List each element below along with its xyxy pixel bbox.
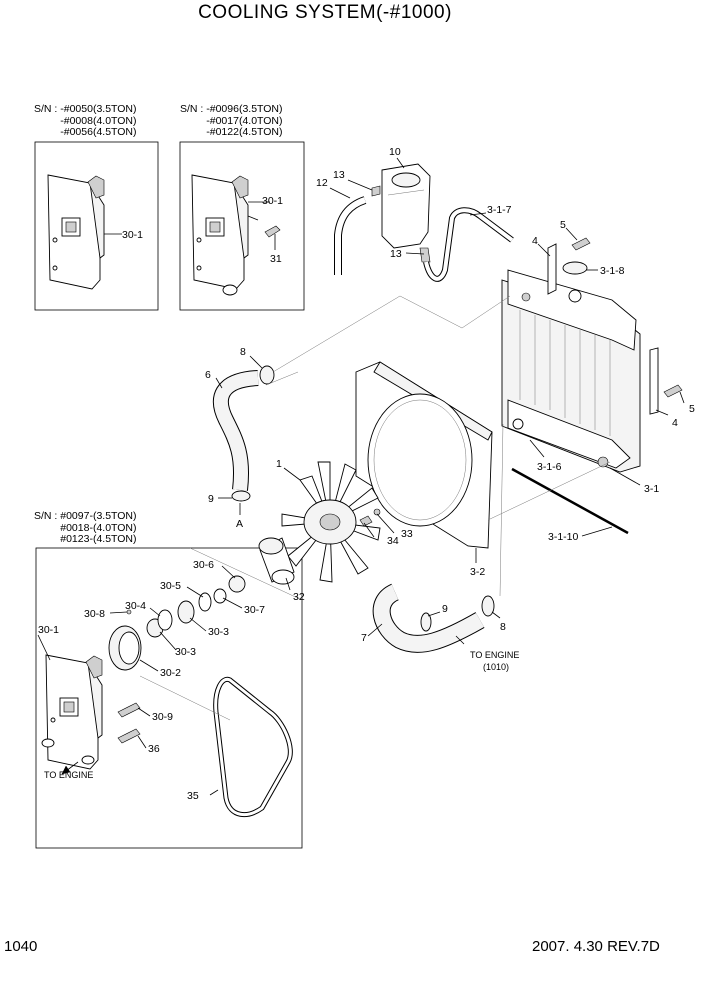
callout-30-3a: 30-3 bbox=[208, 626, 229, 638]
callout-30-6: 30-6 bbox=[193, 559, 214, 571]
fan-spacer bbox=[258, 537, 295, 585]
detail-box-3 bbox=[35, 547, 303, 849]
callout-3-1-10: 3-1-10 bbox=[548, 531, 579, 543]
bolt-5b bbox=[663, 384, 683, 398]
callout-6: 6 bbox=[205, 369, 211, 381]
callout-3-2: 3-2 bbox=[470, 566, 485, 578]
assembly-lines bbox=[139, 295, 611, 721]
callout-30-1-box3: 30-1 bbox=[38, 624, 59, 636]
callout-a: A bbox=[236, 518, 243, 530]
clamp-9a bbox=[231, 490, 251, 502]
callout-3-1-7: 3-1-7 bbox=[487, 204, 512, 216]
callout-10: 10 bbox=[389, 146, 401, 158]
callout-9b: 9 bbox=[442, 603, 448, 615]
callout-3-1-8: 3-1-8 bbox=[600, 265, 625, 277]
callout-9a: 9 bbox=[208, 493, 214, 505]
callout-30-5: 30-5 bbox=[160, 580, 181, 592]
washer-33 bbox=[373, 508, 381, 516]
rod-3-1-10 bbox=[511, 467, 629, 535]
callout-8b: 8 bbox=[500, 621, 506, 633]
callout-3-1-6: 3-1-6 bbox=[537, 461, 562, 473]
detail-box-1 bbox=[34, 141, 159, 311]
callout-30-4: 30-4 bbox=[125, 600, 146, 612]
callout-4b: 4 bbox=[672, 417, 678, 429]
bolt-34 bbox=[359, 515, 373, 527]
fan-shroud bbox=[355, 361, 493, 549]
reservoir-tank bbox=[371, 163, 431, 263]
note-to-engine-ref: (1010) bbox=[483, 662, 509, 672]
clamp-8a bbox=[259, 365, 275, 385]
hose-3-1-7 bbox=[423, 207, 514, 282]
radiator-core bbox=[501, 243, 659, 473]
callout-30-8: 30-8 bbox=[84, 608, 105, 620]
callout-7: 7 bbox=[361, 632, 367, 644]
callout-30-3b: 30-3 bbox=[175, 646, 196, 658]
bolt-30-9 bbox=[117, 702, 141, 718]
bolt-5a bbox=[571, 237, 591, 251]
pulley-assembly bbox=[108, 575, 246, 671]
callout-32: 32 bbox=[293, 591, 305, 603]
page-title: COOLING SYSTEM(-#1000) bbox=[198, 2, 452, 23]
callout-4a: 4 bbox=[532, 235, 538, 247]
serial-note-box3: S/N : #0097-(3.5TON) #0018-(4.0TON) #012… bbox=[34, 510, 137, 545]
callout-35: 35 bbox=[187, 790, 199, 802]
callout-8a: 8 bbox=[240, 346, 246, 358]
detail-box-2 bbox=[179, 141, 305, 311]
cooling-fan bbox=[281, 461, 381, 583]
callout-1: 1 bbox=[276, 458, 282, 470]
callout-34: 34 bbox=[387, 535, 399, 547]
note-to-engine-top: TO ENGINE bbox=[470, 650, 519, 660]
leader-lines bbox=[37, 157, 685, 796]
callout-13b: 13 bbox=[390, 248, 402, 260]
bracket-30-1-box2 bbox=[191, 174, 281, 296]
callout-5a: 5 bbox=[560, 219, 566, 231]
callout-13a: 13 bbox=[333, 169, 345, 181]
callout-36: 36 bbox=[148, 743, 160, 755]
callout-30-2: 30-2 bbox=[160, 667, 181, 679]
note-to-engine-left: TO ENGINE bbox=[44, 770, 93, 780]
callout-5b: 5 bbox=[689, 403, 695, 415]
callout-30-1-box2: 30-1 bbox=[262, 195, 283, 207]
bolt-36 bbox=[117, 728, 141, 744]
serial-note-box1: S/N : -#0050(3.5TON) -#0008(4.0TON) -#00… bbox=[34, 103, 137, 138]
callout-12: 12 bbox=[316, 177, 328, 189]
serial-note-box2: S/N : -#0096(3.5TON) -#0017(4.0TON) -#01… bbox=[180, 103, 283, 138]
clamp-9b bbox=[420, 612, 432, 632]
revision-date: 2007. 4.30 REV.7D bbox=[532, 938, 660, 955]
callout-30-9: 30-9 bbox=[152, 711, 173, 723]
callout-30-7: 30-7 bbox=[244, 604, 265, 616]
clamp-8b bbox=[481, 595, 495, 617]
bracket-30-1-box3 bbox=[41, 654, 103, 770]
callout-33: 33 bbox=[401, 528, 413, 540]
callout-3-1: 3-1 bbox=[644, 483, 659, 495]
bracket-30-1-box1 bbox=[47, 174, 105, 290]
callout-30-1-box1: 30-1 bbox=[122, 229, 143, 241]
callout-31: 31 bbox=[270, 253, 282, 265]
radiator-cap bbox=[562, 261, 588, 275]
page-number: 1040 bbox=[4, 938, 38, 955]
